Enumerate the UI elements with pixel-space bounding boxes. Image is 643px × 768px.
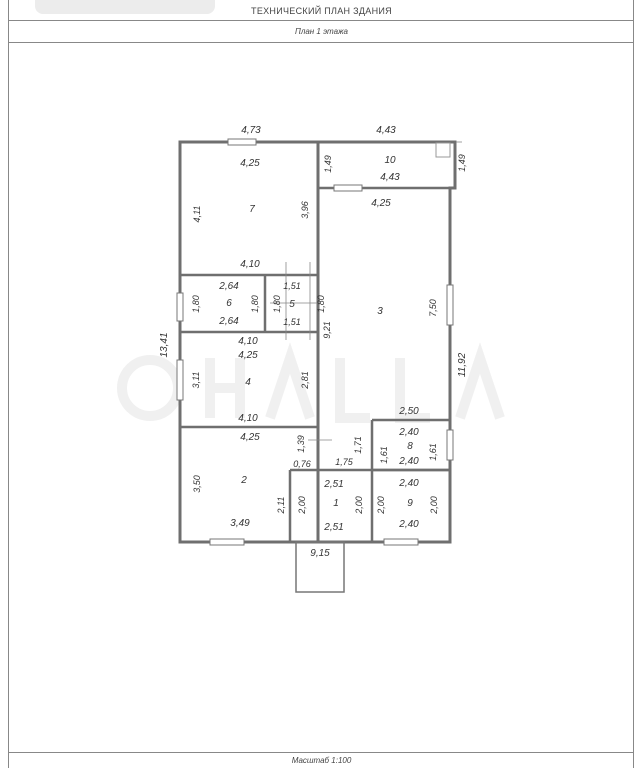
room-8-dim-left: 1,61	[379, 446, 389, 464]
room-2-dim-right: 2,11	[276, 497, 286, 515]
room-9-number: 9	[407, 498, 413, 509]
document-title: ТЕХНИЧЕСКИЙ ПЛАН ЗДАНИЯ	[251, 6, 392, 16]
windows	[176, 138, 454, 546]
dim-ticks	[270, 141, 462, 441]
room-4-dim-top1: 4,10	[238, 336, 258, 347]
room-2-dim-small: 1,39	[296, 435, 306, 453]
room-6-dim-top: 2,64	[218, 281, 239, 292]
room-1-dim-top: 2,51	[323, 479, 343, 490]
floor-title: План 1 этажа	[295, 27, 348, 36]
room-6-dim-bottom: 2,64	[218, 316, 239, 327]
window-bottom-r9	[383, 538, 419, 546]
room-9-dim-bottom: 2,40	[398, 519, 419, 530]
room-3-dim-bottom: 2,50	[398, 406, 419, 417]
room-3-dim-top: 4,25	[371, 198, 391, 209]
room-8-dim-right: 1,61	[428, 443, 438, 461]
window-left-r6	[176, 292, 184, 322]
window-left-r4	[176, 359, 184, 401]
window-right-r8	[446, 429, 454, 461]
room-4-dim-right: 2,81	[300, 371, 310, 390]
room-2-dim-bottom: 3,49	[230, 518, 250, 529]
room-2-dim-top: 4,25	[240, 432, 260, 443]
room-10-dim-left: 1,49	[323, 155, 333, 173]
room-10-dim: 4,43	[380, 172, 400, 183]
footer-rule	[8, 752, 634, 753]
window-bottom-r2	[209, 538, 245, 546]
dim-right: 11,92	[457, 352, 468, 377]
room-5-dim-left: 1,80	[272, 295, 282, 313]
scale-label: Масштаб 1:100	[291, 756, 352, 765]
dim-top-left: 4,73	[241, 125, 261, 136]
room-8-dim-bottom: 2,40	[398, 456, 419, 467]
watermark-logo	[117, 342, 505, 423]
room-8-number: 8	[407, 441, 413, 452]
dim-left: 13,41	[159, 332, 170, 357]
room-7-dim-top: 4,25	[240, 158, 260, 169]
room-9-dim-top: 2,40	[398, 478, 419, 489]
room-3-dim-left: 9,21	[322, 321, 332, 339]
room-7-number: 7	[249, 204, 255, 215]
room-9-dim-left: 2,00	[376, 496, 386, 515]
room-5-number: 5	[289, 299, 295, 310]
window-r10	[333, 184, 363, 192]
room-6-number: 6	[226, 298, 232, 309]
room-5-dim-bottom: 1,51	[283, 317, 301, 327]
room-9-dim-right: 2,00	[429, 496, 439, 515]
room-3-number: 3	[377, 306, 383, 317]
window-right-r3	[446, 284, 454, 326]
room-10-number: 10	[384, 155, 396, 166]
room-2-dim-left: 3,50	[192, 475, 202, 493]
room-6-dim-right: 1,80	[250, 295, 260, 313]
room-6-dim-left: 1,80	[191, 295, 201, 313]
room-1-dim-hall: 1,75	[335, 457, 354, 467]
page-frame	[8, 0, 634, 768]
room-2-dim-step: 0,76	[293, 459, 311, 469]
room-4-dim-left: 3,11	[191, 372, 201, 389]
room-3-dim-right: 7,50	[428, 299, 438, 317]
header-rule	[8, 20, 634, 21]
room-1-number: 1	[333, 498, 339, 509]
room-7-dim-right: 3,96	[300, 201, 310, 219]
room-2-number: 2	[240, 475, 247, 486]
room-4-dim-top2: 4,25	[238, 350, 258, 361]
dim-right-small: 1,49	[457, 154, 467, 172]
room-4-dim-bottom: 4,10	[238, 413, 258, 424]
room-1-dim-left: 2,00	[297, 496, 307, 515]
room-1-dim-bottom: 2,51	[323, 522, 343, 533]
subheader-rule	[8, 42, 634, 43]
room-4-number: 4	[245, 377, 251, 388]
room-5-dim-top: 1,51	[283, 281, 301, 291]
top-tab	[35, 0, 215, 14]
room-1-dim-right: 2,00	[354, 496, 364, 515]
room-8-dim-hall: 1,71	[353, 436, 363, 454]
window-top-r7	[227, 138, 257, 146]
corner-marker	[435, 142, 451, 158]
room-3-dim-left-short: 1,80	[316, 295, 326, 313]
room-7-dim-bottom: 4,10	[240, 259, 260, 270]
porch	[295, 541, 345, 593]
dim-top-right: 4,43	[376, 125, 396, 136]
room-7-dim-left: 4,11	[192, 206, 202, 223]
room-8-dim-top: 2,40	[398, 427, 419, 438]
dim-bottom: 9,15	[310, 548, 330, 559]
